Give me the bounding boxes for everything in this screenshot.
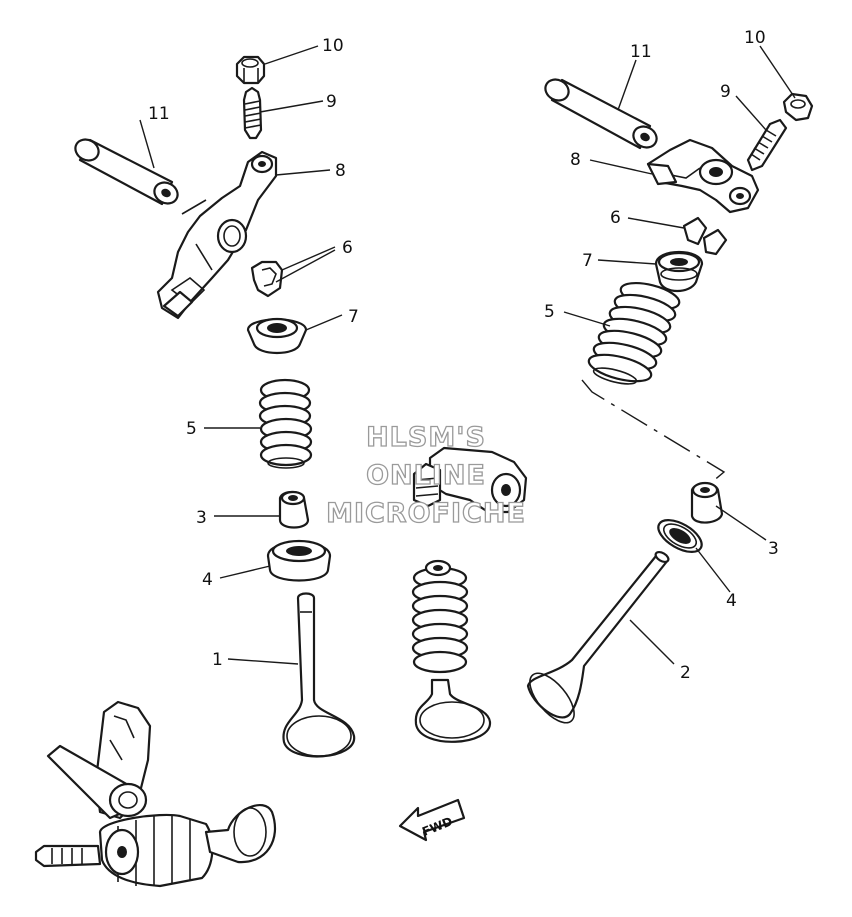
left-valve-cotters xyxy=(250,260,284,298)
assembled-head-bottom-left xyxy=(34,700,277,888)
callout-4-right: 4 xyxy=(726,591,737,611)
callout-numbers: 10 9 8 11 6 7 5 3 4 1 11 10 9 8 6 7 5 3 … xyxy=(148,28,779,683)
left-spring-seat xyxy=(266,539,332,582)
right-rocker-shaft xyxy=(544,78,658,150)
left-valve-spring xyxy=(258,378,313,469)
left-spring-retainer xyxy=(246,317,308,355)
right-assembly-centerline xyxy=(581,379,726,483)
leader-lines xyxy=(139,45,796,665)
assembled-rocker-center xyxy=(412,446,528,514)
callout-10-left: 10 xyxy=(322,36,344,56)
right-valve-spring xyxy=(587,281,681,385)
callout-5-right: 5 xyxy=(544,302,555,322)
callout-2: 2 xyxy=(680,663,691,683)
right-nut xyxy=(782,92,814,122)
callout-6-right: 6 xyxy=(610,208,621,228)
intake-valve xyxy=(282,592,356,758)
right-rocker-arm xyxy=(646,138,760,214)
right-spring-retainer xyxy=(654,251,704,293)
left-adjuster-screw xyxy=(242,86,263,140)
callout-1: 1 xyxy=(212,650,223,670)
exhaust-valve xyxy=(526,550,670,724)
callout-9-right: 9 xyxy=(720,82,731,102)
callout-3-left: 3 xyxy=(196,508,207,528)
callout-11-left: 11 xyxy=(148,104,170,124)
callout-9-left: 9 xyxy=(326,92,337,112)
callout-5-left: 5 xyxy=(186,419,197,439)
right-valve-cotters xyxy=(682,216,728,256)
right-adjuster-screw xyxy=(746,118,788,172)
callout-8-left: 8 xyxy=(335,161,346,181)
watermark-line-3: MICROFICHE xyxy=(326,498,526,529)
left-rocker-shaft xyxy=(74,138,179,206)
fwd-direction-arrow: FWD xyxy=(398,798,466,842)
watermark: HLSM'S ONLINE MICROFICHE xyxy=(325,421,526,529)
right-valve-stem-seal xyxy=(690,481,724,524)
left-valve-stem-seal xyxy=(278,490,310,529)
watermark-line-2: ONLINE xyxy=(366,460,486,491)
callout-7-left: 7 xyxy=(348,307,359,327)
left-rocker-arm xyxy=(156,150,278,320)
callout-3-right: 3 xyxy=(768,539,779,559)
left-nut xyxy=(235,55,266,85)
callout-7-right: 7 xyxy=(582,251,593,271)
right-spring-seat xyxy=(657,519,703,553)
watermark-line-1: HLSM'S xyxy=(366,422,486,453)
assembled-valve-center xyxy=(411,559,492,743)
callout-10-right: 10 xyxy=(744,28,766,48)
callout-6-left: 6 xyxy=(342,238,353,258)
callout-8-right: 8 xyxy=(570,150,581,170)
callout-11-right: 11 xyxy=(630,42,652,62)
callout-4-left: 4 xyxy=(202,570,213,590)
